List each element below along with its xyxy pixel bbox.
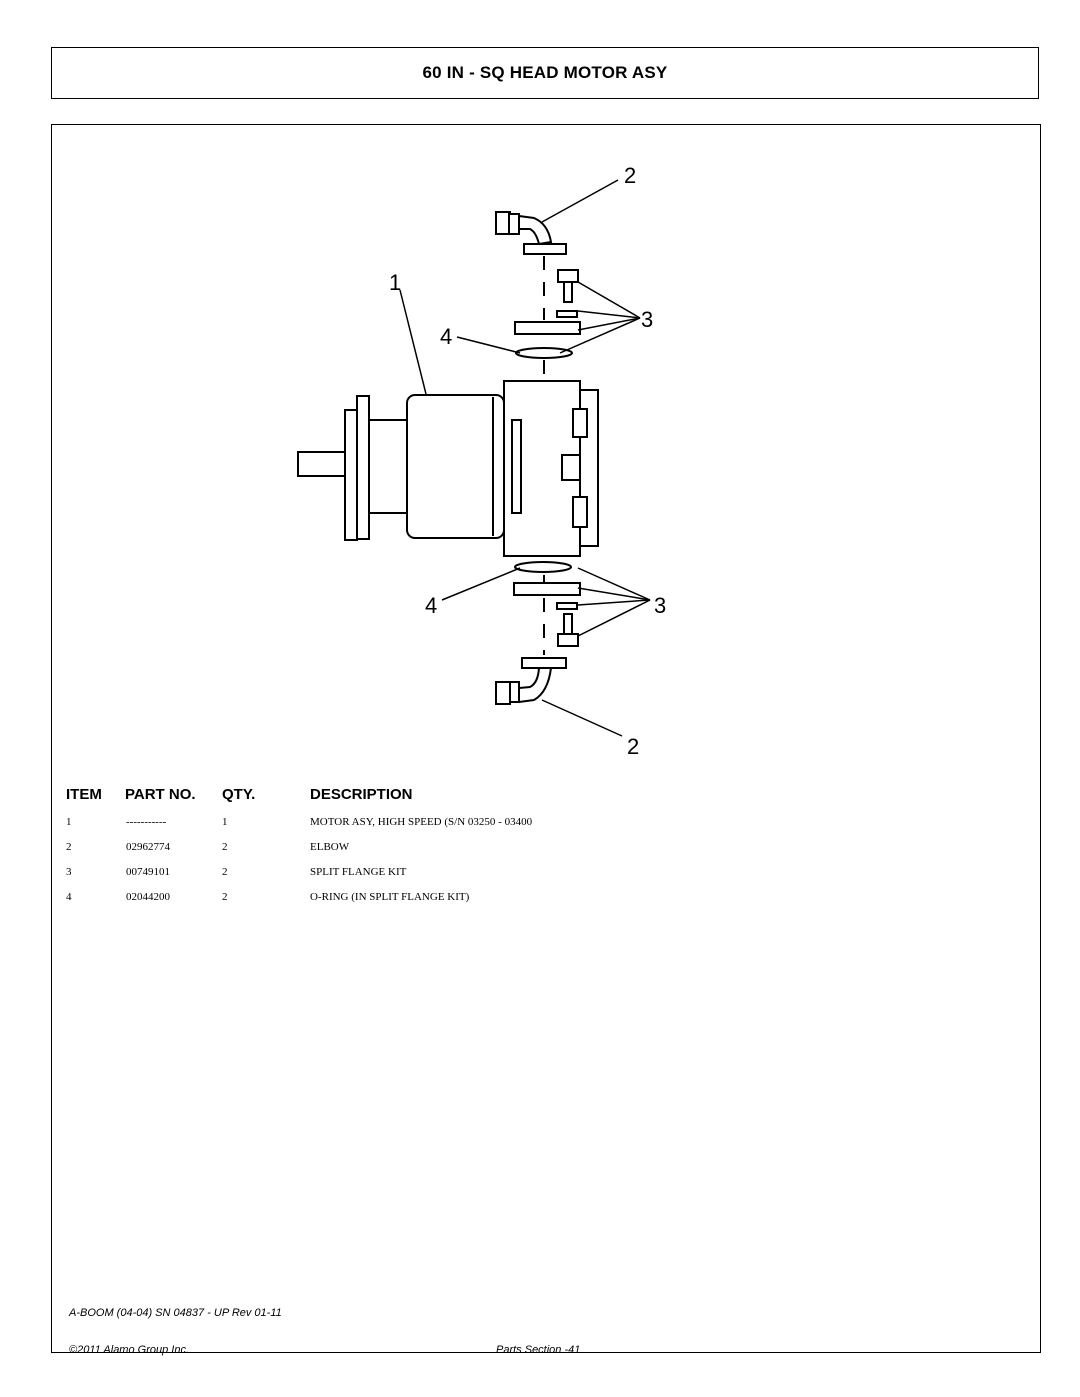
callout-3-top: 3 [641,307,653,332]
description-cell: SPLIT FLANGE KIT [310,866,407,878]
callout-3-bottom: 3 [654,593,666,618]
bottom-flange [513,561,581,647]
copyright-footer: ©2011 Alamo Group Inc. [69,1344,190,1356]
item-cell: 3 [66,866,72,878]
callout-2-bottom: 2 [627,734,639,759]
leader-lines [399,179,651,737]
table-row: 4 02044200 2 O-RING (IN SPLIT FLANGE KIT… [0,891,1080,907]
part-no-cell: 00749101 [126,866,170,878]
description-cell: O-RING (IN SPLIT FLANGE KIT) [310,891,470,903]
callouts: 1 2 2 3 3 4 4 [389,163,666,759]
table-row: 2 02962774 2 ELBOW [0,841,1080,857]
part-no-cell: 02962774 [126,841,170,853]
item-cell: 1 [66,816,72,828]
bottom-elbow [495,657,567,705]
header-qty: QTY. [222,786,256,803]
callout-4-bottom: 4 [425,593,437,618]
header-part-no: PART NO. [125,786,196,803]
description-cell: ELBOW [310,841,350,853]
header-item: ITEM [66,786,102,803]
callout-1: 1 [389,270,401,295]
motor-assembly-diagram: 1 2 2 3 3 4 4 [297,163,666,759]
item-cell: 4 [66,891,72,903]
page-title: 60 IN - SQ HEAD MOTOR ASY [422,63,668,82]
item-cell: 2 [66,841,72,853]
motor-body [297,380,599,557]
callout-2-top: 2 [624,163,636,188]
description-cell: MOTOR ASY, HIGH SPEED (S/N 03250 - 03400 [310,816,533,828]
table-row: 1 ----------- 1 MOTOR ASY, HIGH SPEED (S… [0,816,1080,832]
content-box [51,124,1041,1353]
top-elbow [495,211,567,255]
revision-footer: A-BOOM (04-04) SN 04837 - UP Rev 01-11 [69,1307,282,1319]
qty-cell: 2 [222,866,228,878]
callout-4-top: 4 [440,324,452,349]
table-row: 3 00749101 2 SPLIT FLANGE KIT [0,866,1080,882]
top-flange [514,269,581,359]
part-no-cell: ----------- [126,816,167,828]
header-description: DESCRIPTION [310,786,413,803]
page-number-footer: Parts Section -41 [496,1344,581,1356]
title-box: 60 IN - SQ HEAD MOTOR ASY [51,47,1039,99]
qty-cell: 2 [222,891,228,903]
qty-cell: 2 [222,841,228,853]
qty-cell: 1 [222,816,228,828]
part-no-cell: 02044200 [126,891,170,903]
